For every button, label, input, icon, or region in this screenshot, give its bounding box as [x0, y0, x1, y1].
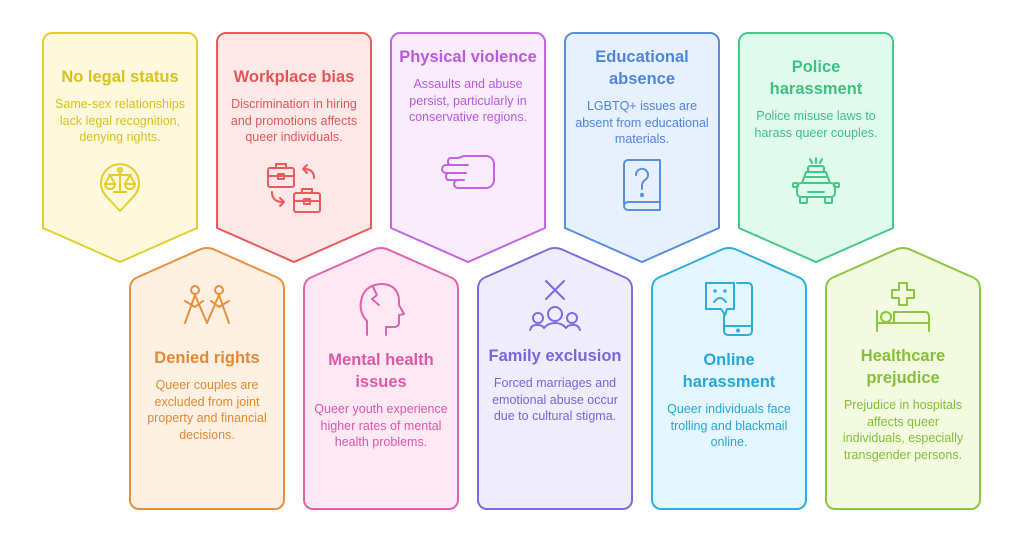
card-description: Discrimination in hiring and promotions … — [230, 97, 358, 144]
sad-phone-message-icon — [705, 282, 753, 336]
card-shape — [738, 32, 894, 264]
card-description: Assaults and abuse persist, particularly… — [408, 77, 528, 124]
card-title: Family exclusion — [488, 347, 622, 365]
card-description: Queer youth experience higher rates of m… — [314, 402, 448, 449]
card-shape — [303, 247, 459, 510]
card-title: Physical violence — [399, 48, 537, 66]
card-shape — [651, 247, 807, 510]
card-shape — [216, 32, 372, 264]
card-shape — [477, 247, 633, 510]
card-title: Educational absence — [595, 48, 689, 88]
card-shape — [390, 32, 546, 264]
card-title: Online harassment — [682, 351, 776, 391]
card-description: LGBTQ+ issues are absent from educationa… — [575, 99, 709, 146]
people-holding-hands-icon — [184, 285, 230, 324]
scales-pin-icon — [100, 162, 140, 212]
card-title: Police harassment — [769, 58, 863, 98]
card-shape — [564, 32, 720, 264]
card-shape — [42, 32, 198, 264]
card-title: Healthcare prejudice — [860, 347, 946, 387]
question-book-icon — [623, 158, 661, 211]
card-description: Forced marriages and emotional abuse occ… — [492, 376, 618, 423]
hospital-bed-icon — [876, 282, 930, 332]
excluded-group-icon — [529, 280, 581, 331]
card-shape — [825, 247, 981, 510]
card-description: Prejudice in hospitals affects queer ind… — [842, 398, 964, 462]
card-title: No legal status — [61, 68, 179, 86]
fist-icon — [441, 154, 495, 189]
card-description: Queer individuals face trolling and blac… — [667, 402, 791, 449]
police-car-icon — [792, 157, 840, 204]
card-title: Workplace bias — [233, 68, 355, 86]
card-shape — [129, 247, 285, 510]
card-description: Police misuse laws to harass queer coupl… — [754, 109, 878, 140]
card-title: Mental health issues — [328, 351, 434, 391]
card-description: Same-sex relationships lack legal recogn… — [55, 97, 185, 144]
card-description: Queer couples are excluded from joint pr… — [147, 378, 267, 442]
cracked-head-icon — [359, 283, 405, 336]
card-title: Denied rights — [154, 349, 260, 367]
briefcase-swap-icon — [267, 162, 321, 213]
